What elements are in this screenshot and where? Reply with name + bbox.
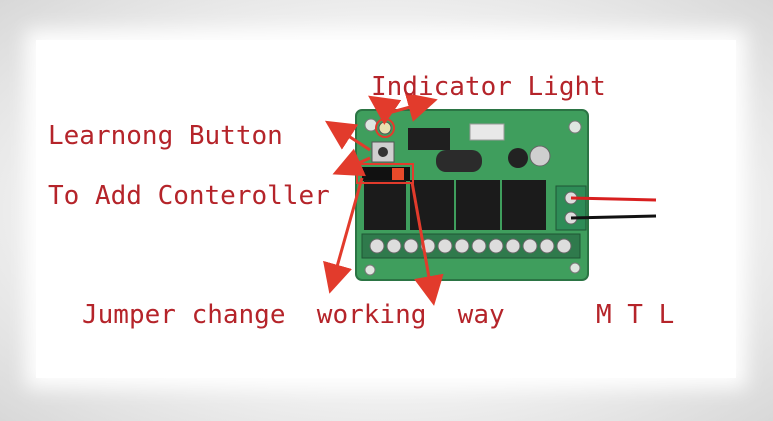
capacitor [529, 145, 551, 167]
antenna-coil [436, 150, 482, 172]
relay [364, 180, 406, 230]
jumper-cap [392, 168, 404, 180]
terminal-screws [369, 238, 572, 254]
antenna-connector [469, 123, 505, 141]
mounting-hole [568, 120, 582, 134]
add-controller-label: To Add Conteroller [48, 181, 330, 211]
capacitor [508, 148, 528, 168]
indicator-light-label: Indicator Light [371, 72, 606, 102]
circuit-board [355, 109, 589, 281]
ic-chip [408, 128, 450, 150]
mounting-hole [364, 264, 376, 276]
learning-button-label: Learnong Button [48, 121, 283, 151]
mtl-label: M T L [596, 300, 675, 330]
relay [502, 180, 546, 230]
indicator-led [378, 121, 392, 135]
jumper-working-way-label: Jumper change working way [82, 300, 505, 330]
relay [456, 180, 500, 230]
mounting-hole [569, 262, 581, 274]
black-wire [570, 214, 657, 220]
red-wire [570, 196, 657, 202]
callout-arrows [323, 92, 444, 306]
